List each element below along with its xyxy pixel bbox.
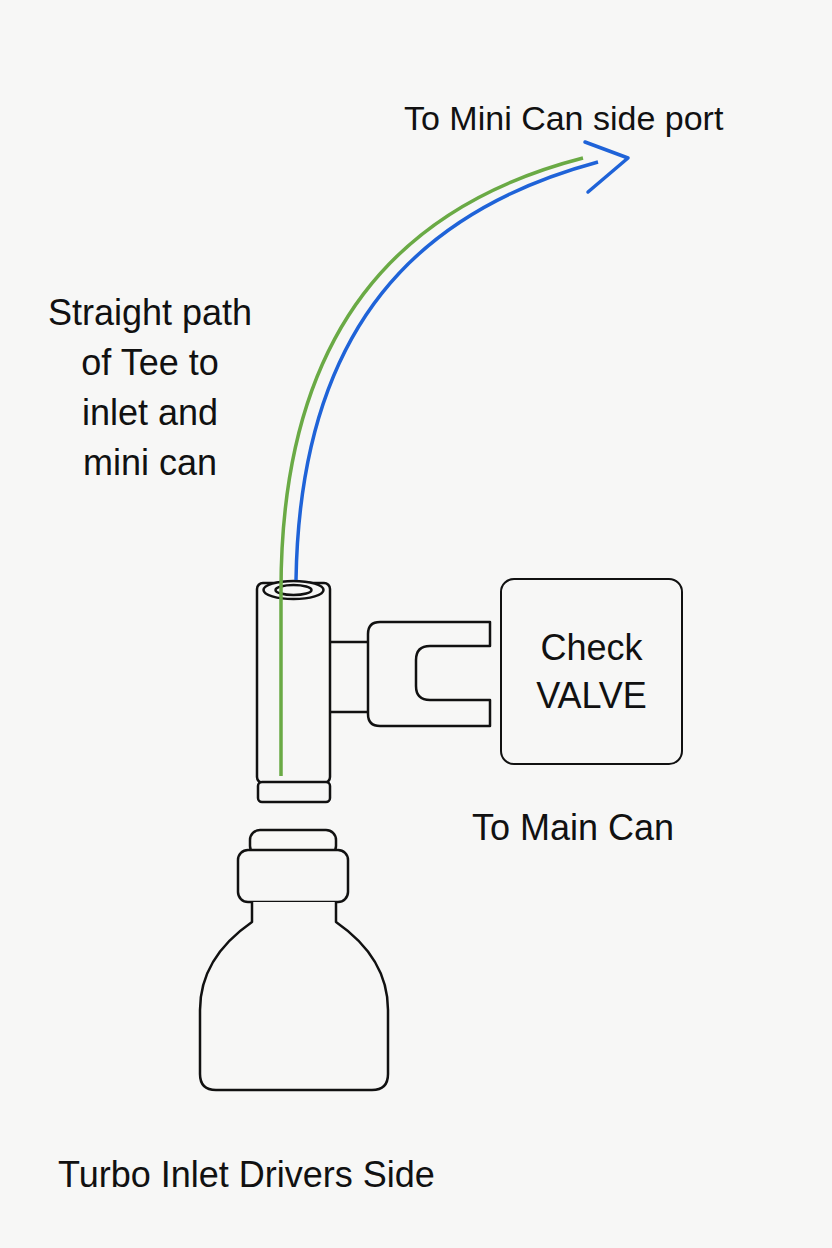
node-text: Check VALVE: [502, 624, 681, 720]
turbo-inlet-label: Turbo Inlet Drivers Side: [58, 1150, 658, 1200]
main-can-label: To Main Can: [472, 803, 812, 853]
check-valve-box: Check VALVE: [500, 578, 683, 765]
mini-can-label: To Mini Can side port: [404, 93, 824, 143]
path-note: Straight path of Tee to inlet and mini c…: [45, 288, 255, 488]
